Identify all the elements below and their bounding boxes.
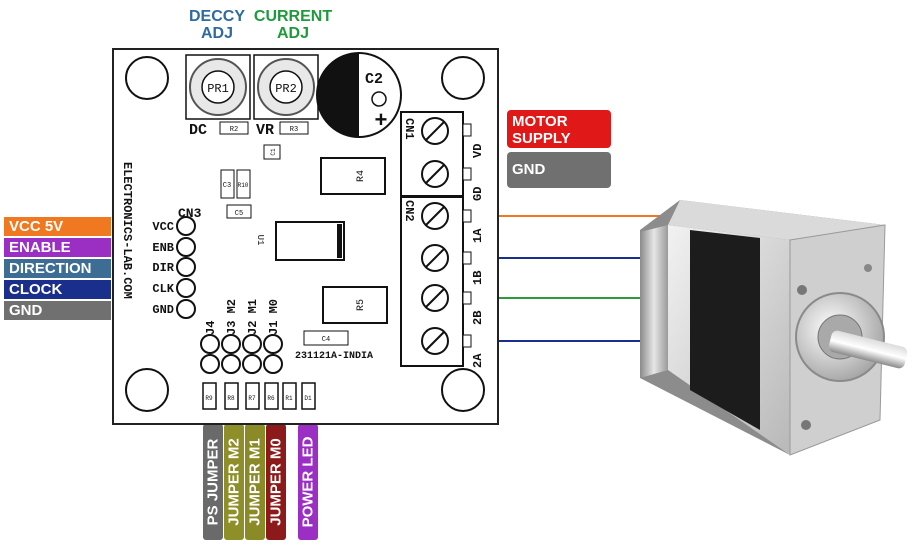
mount-hole-tl [125, 56, 169, 100]
r7-label: R7 [248, 395, 256, 402]
pin-1b: 1B [471, 271, 485, 285]
pin-1a: 1A [471, 228, 485, 243]
current-label-line1: CURRENT [253, 8, 333, 25]
jumper-j4-label: J4 [204, 321, 218, 335]
r2-part [219, 121, 249, 135]
r4-label: R4 [356, 170, 367, 182]
direction-tag: DIRECTION [4, 259, 111, 278]
pin-gnd: GND [152, 303, 174, 317]
jumper-m2-tag: JUMPER M2 [224, 424, 244, 540]
direction-tag-label: DIRECTION [9, 260, 92, 277]
power-led-tag: POWER LED [298, 424, 318, 540]
motor-wires [492, 215, 680, 342]
cn1-label: CN1 [402, 118, 416, 140]
pin-enb: ENB [152, 241, 174, 255]
pin-vcc: VCC [152, 220, 174, 234]
dc-label: DC [189, 122, 207, 139]
pin-clk: CLK [152, 282, 174, 296]
r5-label: R5 [356, 299, 367, 311]
r9-label: R9 [205, 395, 213, 402]
clock-tag-label: CLOCK [9, 281, 63, 298]
stepper-motor [640, 200, 908, 456]
jumper-j1-label: J1 M0 [267, 299, 281, 335]
vcc-5v-tag-label: VCC 5V [9, 218, 64, 235]
bottom-parts [202, 382, 316, 410]
enable-tag-label: ENABLE [9, 239, 71, 256]
r5-resistor [322, 286, 388, 324]
potentiometer-pr1: PR1 [185, 54, 251, 120]
r6-label: R6 [267, 395, 275, 402]
u1-chip [275, 221, 345, 261]
r4-resistor [320, 157, 386, 195]
motor-shaft [828, 330, 908, 369]
c1-label: C1 [270, 148, 277, 156]
deccy-label-line2: ADJ [200, 25, 233, 42]
current-label-line2: ADJ [276, 25, 309, 42]
r10-label: R10 [238, 182, 249, 189]
pr1-label: PR1 [207, 82, 229, 96]
pr2-label: PR2 [275, 82, 297, 96]
gnd-right-tag-label: GND [512, 161, 546, 178]
deccy-adj-label: DECCY ADJ [182, 8, 252, 42]
vcc-5v-tag: VCC 5V [4, 217, 111, 236]
c1-part [263, 144, 281, 160]
r3-part [279, 121, 309, 135]
pin-2a: 2A [471, 353, 485, 368]
r3-label: R3 [290, 126, 298, 134]
pin-dir: DIR [152, 261, 174, 275]
r2-label: R2 [230, 126, 238, 134]
c4-label: C4 [322, 336, 330, 344]
gnd-left-tag: GND [4, 301, 111, 320]
pin-vd: VD [471, 144, 485, 158]
jumper-j3-label: J3 M2 [225, 299, 239, 335]
clock-tag: CLOCK [4, 280, 111, 299]
c3-part [220, 169, 235, 199]
c4-part [303, 330, 349, 346]
gnd-left-tag-label: GND [9, 302, 43, 319]
pin-2b: 2B [471, 311, 485, 325]
jumper-j2-label: J2 M1 [246, 299, 260, 335]
mount-hole-tr [441, 56, 485, 100]
capacitor-c2: C2 + [316, 52, 402, 138]
r8-label: R8 [227, 395, 235, 402]
pin-gd: GD [471, 187, 485, 201]
potentiometer-pr2: PR2 [253, 54, 319, 120]
gnd-right-tag: GND [507, 152, 611, 188]
c3-label: C3 [223, 182, 231, 190]
ps-jumper-tag: PS JUMPER [203, 424, 223, 540]
r1-label: R1 [285, 395, 293, 402]
r10-part [236, 169, 251, 199]
motor-supply-tag-label: MOTOR SUPPLY [512, 113, 571, 147]
cn3-header [176, 216, 196, 319]
jumper-pins [200, 334, 283, 374]
board-code: 231121A-INDIA [295, 351, 373, 362]
brand-text: ELECTRONICS-LAB.COM [120, 162, 134, 299]
c5-part [226, 204, 252, 219]
mount-hole-bl [125, 368, 169, 412]
jumper-m1-tag: JUMPER M1 [245, 424, 265, 540]
enable-tag: ENABLE [4, 238, 111, 257]
d1-label: D1 [304, 395, 312, 402]
c5-label: C5 [235, 210, 243, 218]
mount-hole-br [441, 368, 485, 412]
c2-plus: + [374, 109, 387, 134]
cn2-label: CN2 [402, 200, 416, 222]
c2-label: C2 [365, 71, 383, 88]
u1-label: U1 [255, 235, 265, 246]
vr-label: VR [256, 122, 274, 139]
motor-supply-tag: MOTOR SUPPLY [507, 110, 611, 148]
deccy-label-line1: DECCY [188, 8, 245, 25]
current-adj-label: CURRENT ADJ [247, 8, 339, 42]
jumper-m0-tag: JUMPER M0 [266, 424, 286, 540]
terminal-screws [421, 117, 449, 355]
